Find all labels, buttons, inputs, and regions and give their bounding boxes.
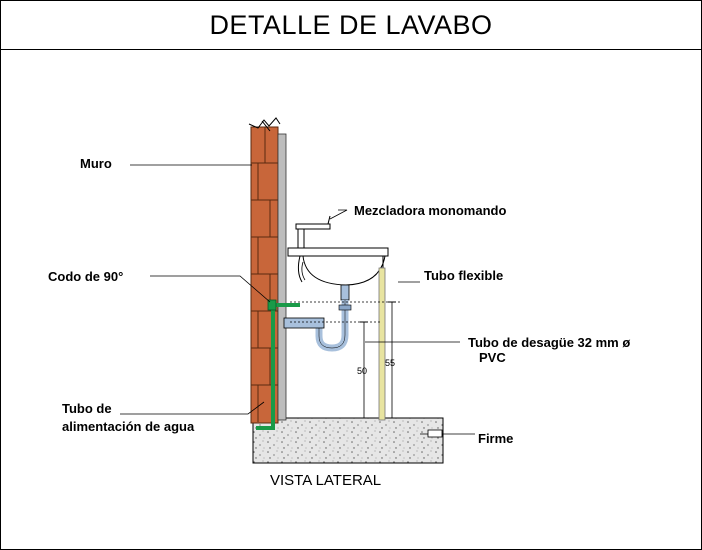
dimension-lines — [290, 301, 400, 418]
label-mezcladora: Mezcladora monomando — [354, 203, 506, 218]
label-codo: Codo de 90° — [48, 269, 123, 284]
drawing-title: DETALLE DE LAVABO — [209, 9, 493, 40]
label-alimentacion-2: alimentación de agua — [62, 419, 195, 434]
brick-wall — [248, 117, 287, 424]
title-bar: DETALLE DE LAVABO — [1, 1, 701, 50]
view-label: VISTA LATERAL — [270, 472, 381, 489]
mixer-faucet — [295, 215, 331, 251]
label-firme: Firme — [478, 431, 513, 446]
label-desague: Tubo de desagüe 32 mm ø — [468, 335, 630, 350]
dimension-55: 55 — [385, 358, 395, 368]
label-muro: Muro — [80, 156, 112, 171]
label-alimentacion-1: Tubo de — [62, 401, 112, 416]
floor-slab — [252, 417, 444, 464]
label-tubo-flexible: Tubo flexible — [424, 268, 503, 283]
label-pvc: PVC — [479, 350, 506, 365]
drain-trap — [283, 284, 352, 352]
washbasin — [287, 247, 389, 286]
dimension-50: 50 — [357, 366, 367, 376]
leader-lines — [120, 164, 475, 438]
flexible-tube — [378, 267, 386, 421]
supply-pipe — [256, 299, 300, 430]
